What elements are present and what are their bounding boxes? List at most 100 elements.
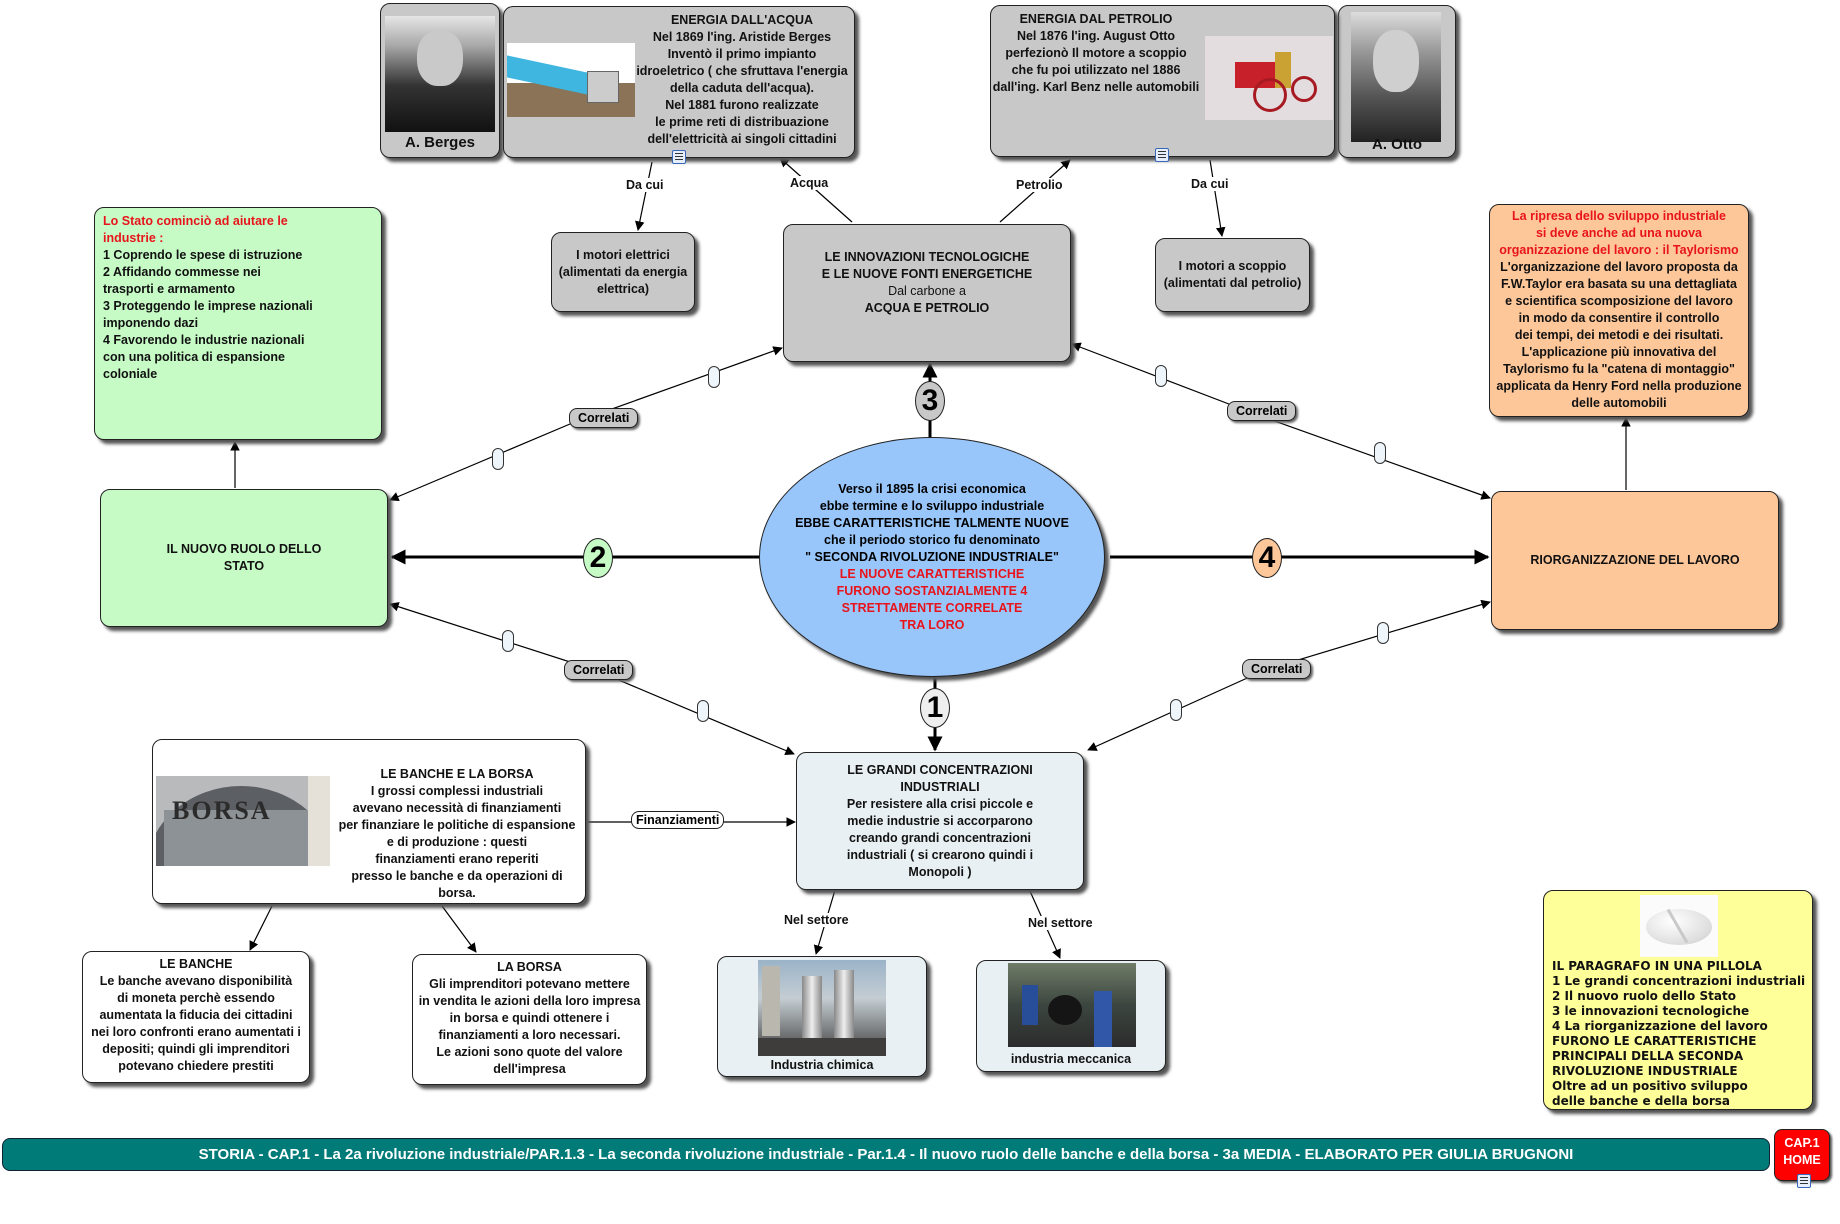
pill-line: IL PARAGRAFO IN UNA PILLOLA <box>1552 959 1762 973</box>
pill-line: 1 Le grandi concentrazioni industriali <box>1552 974 1806 988</box>
correlati-label: Correlati <box>569 408 639 428</box>
link-handle[interactable] <box>1377 622 1389 644</box>
number-badge-1: 1 <box>920 688 950 728</box>
state-help-box[interactable]: Lo Stato cominciò ad aiutare le industri… <box>94 207 382 440</box>
banks-exchange-line: finanziamenti erano reperiti <box>375 852 539 866</box>
energy-oil-title: ENERGIA DAL PETROLIO <box>1019 12 1173 26</box>
link-label-da-cui: Da cui <box>1189 177 1231 191</box>
attachment-icon[interactable] <box>1155 148 1169 162</box>
taylorism-line: L'organizzazione del lavoro proposta da <box>1500 260 1738 274</box>
footer-title-bar: STORIA - CAP.1 - La 2a rivoluzione indus… <box>2 1138 1770 1171</box>
energy-water-line: Inventò il primo impianto <box>667 47 817 61</box>
pill-line: 2 Il nuovo ruolo dello Stato <box>1552 989 1736 1003</box>
central-line: EBBE CARATTERISTICHE TALMENTE NUOVE <box>795 515 1069 530</box>
banks-exchange-box[interactable]: BORSA LE BANCHE E LA BORSA I grossi comp… <box>152 739 586 904</box>
link-handle[interactable] <box>502 630 514 652</box>
pill-summary-box[interactable]: IL PARAGRAFO IN UNA PILLOLA 1 Le grandi … <box>1543 890 1813 1110</box>
central-line: che il periodo storico fu denominato <box>824 532 1040 547</box>
taylorism-line: in modo da consentire il controllo <box>1518 311 1720 325</box>
state-help-item: con una politica di espansione <box>103 350 285 364</box>
chapter-home-button[interactable]: CAP.1 HOME <box>1774 1129 1830 1181</box>
electric-motors-box[interactable]: I motori elettrici (alimentati da energi… <box>551 232 695 312</box>
energy-water-line: della caduta dell'acqua). <box>670 81 814 95</box>
attachment-icon[interactable] <box>672 150 686 164</box>
banks-exchange-line: avevano necessità di finanziamenti <box>352 801 562 815</box>
chemical-industry-box[interactable]: Industria chimica <box>717 956 927 1077</box>
exchange-box[interactable]: LA BORSA Gli imprenditori potevano mette… <box>412 954 647 1085</box>
energy-oil-box[interactable]: ENERGIA DAL PETROLIO Nel 1876 l'ing. Aug… <box>990 5 1335 157</box>
link-label-acqua: Acqua <box>788 176 831 190</box>
energy-water-line: le prime reti di distribuazione <box>655 115 829 129</box>
concentrations-line: medie industrie si accorparono <box>847 814 1033 828</box>
central-ellipse[interactable]: Verso il 1895 la crisi economica ebbe te… <box>759 437 1105 677</box>
electric-motors-line: (alimentati da energia <box>558 264 688 279</box>
innovations-line: Dal carbone a <box>888 284 966 298</box>
state-help-heading: industrie : <box>103 231 164 245</box>
link-state-concentr <box>389 602 596 671</box>
link-handle[interactable] <box>1170 699 1182 721</box>
energy-oil-line: perfezionò Il motore a scoppio <box>1005 46 1187 60</box>
banks-line: potevano chiedere prestiti <box>118 1059 274 1073</box>
state-role-box[interactable]: IL NUOVO RUOLO DELLO STATO <box>100 489 388 627</box>
sitemap-icon[interactable] <box>1797 1174 1811 1188</box>
concentrations-box[interactable]: LE GRANDI CONCENTRAZIONI INDUSTRIALI Per… <box>796 752 1084 890</box>
otto-photo <box>1351 12 1441 142</box>
berges-name: A. Berges <box>404 134 476 151</box>
berges-photo <box>385 16 495 132</box>
banks-line: LE BANCHE <box>159 957 233 971</box>
taylorism-box[interactable]: La ripresa dello sviluppo industriale si… <box>1489 204 1749 417</box>
taylorism-heading: si deve anche ad una nuova <box>1535 226 1703 240</box>
energy-oil-line: Nel 1876 l'ing. August Otto <box>1016 29 1176 43</box>
banks-exchange-line: e di produzione : questi <box>386 835 528 849</box>
correlati-label: Correlati <box>1227 401 1297 421</box>
taylorism-line: delle automobili <box>1571 396 1667 410</box>
pill-line: PRINCIPALI DELLA SECONDA <box>1552 1049 1744 1063</box>
concentrations-line: INDUSTRIALI <box>900 780 980 794</box>
concentrations-line: creando grandi concentrazioni <box>849 831 1031 845</box>
energy-water-line: idroeletrico ( che sfruttava l'energia <box>636 64 848 78</box>
link-handle[interactable] <box>492 448 504 470</box>
work-reorg-line: RIORGANIZZAZIONE DEL LAVORO <box>1530 553 1740 567</box>
home-button-line: CAP.1 <box>1784 1136 1820 1150</box>
number-badge-3: 3 <box>915 381 945 421</box>
combustion-motors-line: I motori a scoppio <box>1178 259 1287 273</box>
combustion-motors-line: (alimentati dal petrolio) <box>1163 276 1302 290</box>
exchange-line: Gli imprenditori potevano mettere <box>429 977 630 991</box>
number-badge-2: 2 <box>583 538 613 578</box>
taylorism-heading: organizzazione del lavoro : il Taylorism… <box>1499 243 1739 257</box>
concentrations-line: Per resistere alla crisi piccole e <box>846 797 1034 811</box>
link-handle[interactable] <box>708 366 720 388</box>
link-to-banks <box>249 905 273 951</box>
correlati-label: Correlati <box>1242 659 1312 679</box>
exchange-line: finanziamenti a loro necessari. <box>438 1028 621 1042</box>
link-handle[interactable] <box>1155 365 1167 387</box>
chemical-industry-label: Industria chimica <box>770 1058 874 1072</box>
concentrations-line: industriali ( si crearono quindi i <box>846 848 1034 862</box>
combustion-motors-box[interactable]: I motori a scoppio (alimentati dal petro… <box>1155 238 1310 312</box>
banks-line: aumentata la fiducia dei cittadini <box>99 1008 293 1022</box>
mechanical-industry-box[interactable]: industria meccanica <box>976 960 1166 1072</box>
state-help-item: 3 Proteggendo le imprese nazionali <box>103 299 313 313</box>
pill-line: Oltre ad un positivo sviluppo <box>1552 1079 1748 1093</box>
link-handle[interactable] <box>697 700 709 722</box>
finanziamenti-label: Finanziamenti <box>631 811 725 829</box>
exchange-line: in vendita le azioni della loro impresa <box>418 994 641 1008</box>
taylorism-line: Taylorismo fu la "catena di montaggio" <box>1503 362 1735 376</box>
banks-box[interactable]: LE BANCHE Le banche avevano disponibilit… <box>82 951 310 1083</box>
footer-text: STORIA - CAP.1 - La 2a rivoluzione indus… <box>198 1146 1574 1163</box>
innovations-box[interactable]: LE INNOVAZIONI TECNOLOGICHE E LE NUOVE F… <box>783 224 1071 362</box>
link-to-exchange <box>441 905 477 953</box>
state-role-line: STATO <box>223 559 265 573</box>
work-reorg-box[interactable]: RIORGANIZZAZIONE DEL LAVORO <box>1491 491 1779 630</box>
pill-line: 4 La riorganizzazione del lavoro <box>1552 1019 1768 1033</box>
number-badge-4: 4 <box>1252 538 1282 578</box>
central-line: " SECONDA RIVOLUZIONE INDUSTRIALE" <box>805 549 1059 564</box>
borsa-photo: BORSA <box>156 776 330 866</box>
pill-tablet-image <box>1640 895 1718 957</box>
mechanical-industry-label: industria meccanica <box>1010 1052 1132 1066</box>
central-red-line: FURONO SOSTANZIALMENTE 4 <box>836 583 1028 598</box>
state-help-item: trasporti e armamento <box>103 282 235 296</box>
link-handle[interactable] <box>1374 442 1386 464</box>
energy-water-box[interactable]: ENERGIA DALL'ACQUA Nel 1869 l'ing. Arist… <box>503 6 855 158</box>
engine-car-image <box>1205 36 1333 120</box>
